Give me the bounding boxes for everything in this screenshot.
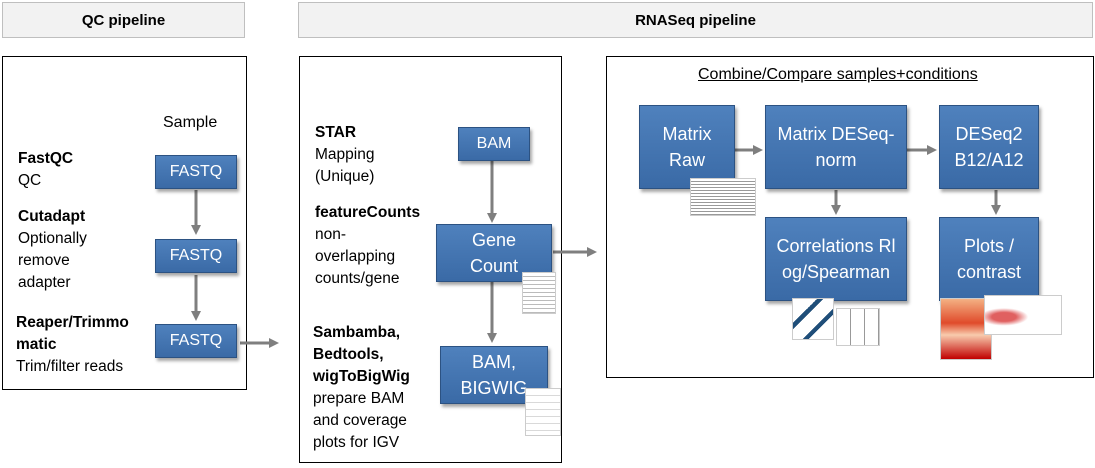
tool-featurecounts: featureCounts non-overlapping counts/gen… [315,202,427,290]
tool-cutadapt: Cutadapt Optionally remove adapter [18,206,113,294]
tool-desc: non-overlapping counts/gene [315,226,400,287]
sample-label: Sample [163,114,218,131]
tool-desc: prepare BAM and coverage plots for IGV [313,390,407,451]
heatmap-thumbnail [940,298,992,360]
tool-name: FastQC [18,150,74,167]
tool-desc: Trim/filter reads [16,358,124,375]
bam-node: BAM [458,127,530,161]
qc-pipeline-header: QC pipeline [2,2,245,38]
tool-name: STAR [315,124,357,141]
tool-fastqc: FastQC QC [18,148,73,192]
fastq-node-3: FASTQ [155,324,237,358]
tool-reaper: Reaper/Trimmomatic Trim/filter reads [16,312,131,378]
combine-title: Combine/Compare samples+conditions [698,66,978,83]
rnaseq-pipeline-header: RNASeq pipeline [298,2,1093,38]
matrix-table-thumbnail [690,178,756,216]
plots-contrast-node: Plots / contrast [939,217,1039,301]
tool-name: Cutadapt [18,208,86,225]
ma-plot-thumbnail [984,295,1062,335]
tool-star: STAR Mapping (Unique) [315,122,395,188]
matrix-raw-node: Matrix Raw [639,105,735,189]
tool-name: featureCounts [315,204,421,221]
gene-count-table-thumbnail [522,272,556,314]
tool-name: Sambamba, Bedtools, wigToBigWig [313,324,410,385]
tool-desc: Mapping (Unique) [315,146,375,185]
tool-sambamba: Sambamba, Bedtools, wigToBigWig prepare … [313,322,431,454]
igv-coverage-thumbnail [525,388,561,436]
correlations-node: Correlations Rlog/Spearman [765,217,907,301]
fastq-node-1: FASTQ [155,155,237,189]
deseq2-node: DESeq2 B12/A12 [939,105,1039,189]
tool-name: Reaper/Trimmomatic [16,314,129,353]
tool-desc: QC [18,172,42,189]
correlation-matrix-thumbnail [792,298,834,340]
fastq-node-2: FASTQ [155,239,237,273]
tool-desc: Optionally remove adapter [18,230,87,291]
scatter-matrix-thumbnail [836,308,880,346]
matrix-deseq-norm-node: Matrix DESeq-norm [765,105,907,189]
